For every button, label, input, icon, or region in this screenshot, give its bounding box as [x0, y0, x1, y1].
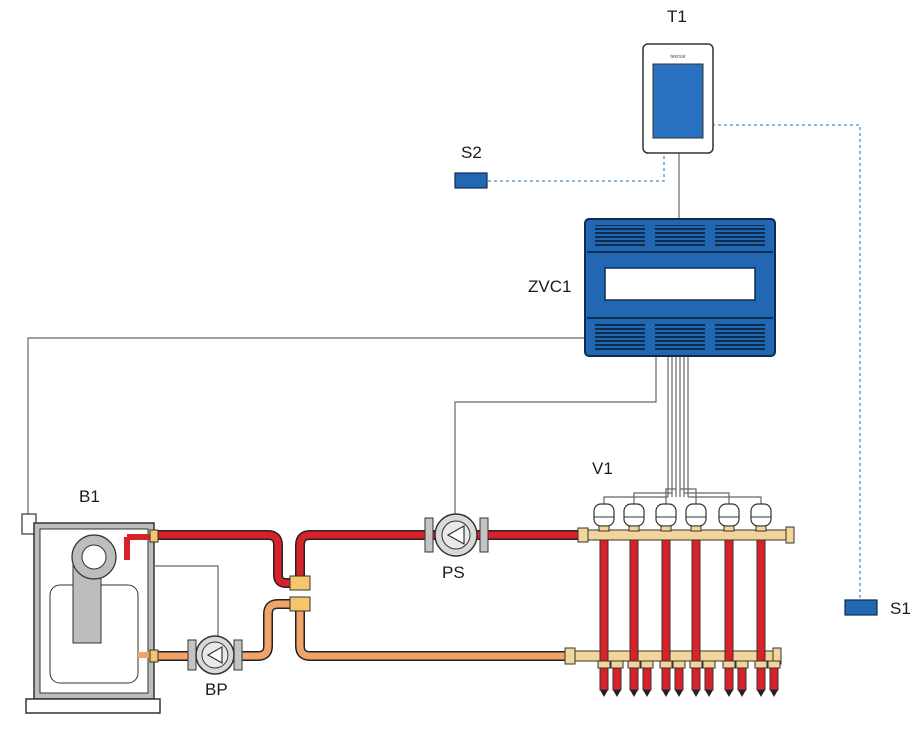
zone-valve-controller[interactable]: [584, 218, 776, 357]
valve-actuator[interactable]: [718, 503, 740, 532]
system-pump[interactable]: [424, 513, 489, 557]
manifold-loop: [627, 539, 654, 697]
boiler-pump[interactable]: [187, 635, 243, 675]
closely-spaced-tees: [289, 575, 311, 612]
valve-actuator[interactable]: [750, 503, 772, 532]
thermostat[interactable]: tekmar: [642, 43, 714, 154]
manifold-loop: [659, 539, 686, 697]
controller-display: [604, 267, 756, 301]
thermostat-brand: tekmar: [670, 54, 686, 60]
return-piping: [150, 599, 572, 661]
sensor-wiring: [488, 124, 861, 600]
manifold-loop: [722, 539, 749, 697]
valve-actuator[interactable]: [593, 503, 615, 532]
boiler[interactable]: [21, 513, 161, 714]
zone-valve-actuators[interactable]: [593, 503, 772, 532]
supply-manifold[interactable]: [577, 526, 795, 544]
label-bp: BP: [205, 680, 228, 699]
label-zvc1: ZVC1: [528, 277, 571, 296]
label-t1: T1: [667, 7, 687, 26]
label-s1: S1: [890, 599, 911, 618]
manifold-loop: [689, 539, 716, 697]
control-wiring: [27, 153, 762, 642]
label-ps: PS: [442, 563, 465, 582]
label-b1: B1: [79, 487, 100, 506]
outdoor-sensor[interactable]: [454, 172, 488, 189]
valve-actuator[interactable]: [623, 503, 645, 532]
manifold-loop: [597, 539, 624, 697]
label-v1: V1: [592, 459, 613, 478]
remote-sensor[interactable]: [844, 599, 878, 616]
label-s2: S2: [461, 143, 482, 162]
manifold-loops: [597, 539, 781, 697]
manifold-loop: [754, 539, 781, 697]
valve-actuator[interactable]: [655, 503, 677, 532]
supply-piping: [132, 530, 590, 588]
valve-actuator[interactable]: [685, 503, 707, 532]
